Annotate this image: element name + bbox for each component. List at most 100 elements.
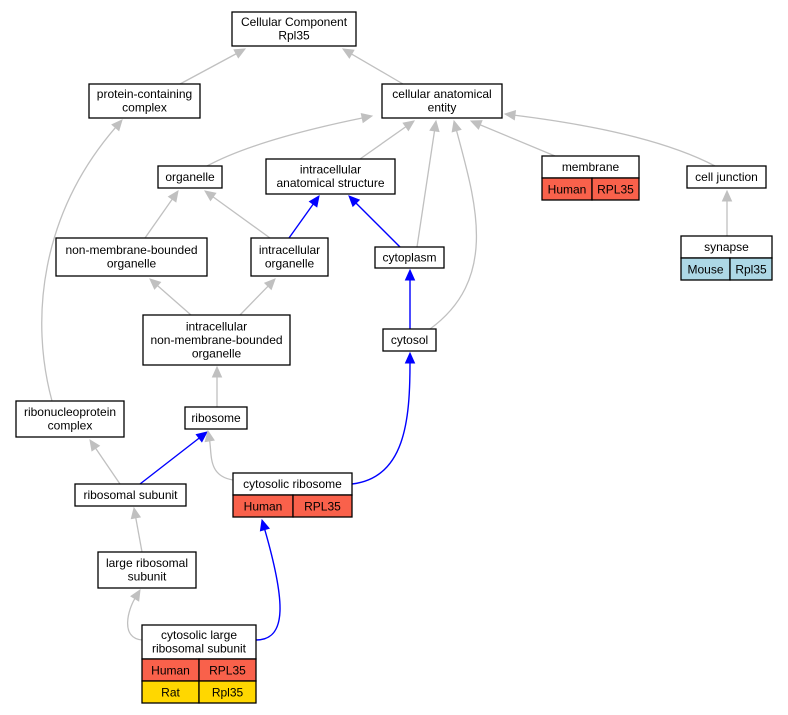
node-label: cytosolic large — [161, 628, 237, 642]
arrowhead-icon — [341, 48, 355, 59]
node-box — [381, 83, 503, 119]
node-box — [74, 483, 187, 507]
arrowhead-icon — [111, 119, 123, 132]
node-label: cytosol — [391, 333, 428, 347]
node-label: subunit — [128, 570, 167, 584]
arrowhead-icon — [451, 119, 462, 133]
node-box — [382, 328, 437, 352]
node-box — [157, 165, 223, 189]
node-label: intracellular — [259, 243, 320, 257]
node-intracellular-nmb-organelle[interactable]: intracellularnon-membrane-boundedorganel… — [142, 314, 291, 366]
edge-cytosol-to-cytoplasm — [404, 268, 416, 329]
arrowhead-icon — [402, 120, 415, 132]
gene-cell — [591, 177, 640, 201]
edge-large-ribosomal-subunit-to-ribosomal-subunit — [130, 506, 143, 553]
organism-label: Human — [151, 664, 190, 678]
node-label: non-membrane-bounded — [65, 243, 197, 257]
edge-line — [288, 203, 314, 239]
edge-line — [95, 447, 121, 485]
arrowhead-icon — [204, 190, 217, 202]
edge-line — [514, 114, 716, 167]
node-label: synapse — [704, 240, 749, 254]
arrowhead-icon — [503, 110, 517, 121]
arrowhead-icon — [130, 506, 142, 520]
edges-layer — [41, 48, 733, 641]
node-label: cellular anatomical — [392, 87, 491, 101]
node-label: ribosomal subunit — [152, 642, 247, 656]
gene-cell — [729, 257, 773, 281]
annotation-row-human: Human RPL35 — [541, 177, 640, 201]
edge-intracellular-nmb-organelle-to-intracellular-organelle — [239, 278, 276, 316]
node-box — [231, 11, 357, 47]
arrowhead-icon — [204, 429, 215, 443]
node-box — [250, 237, 329, 277]
edge-protein-containing-complex-to-cellular-component — [179, 48, 247, 85]
node-label: organelle — [265, 257, 315, 271]
arrowhead-icon — [404, 268, 416, 281]
edge-line — [351, 53, 404, 85]
node-ribosomal-subunit[interactable]: ribosomal subunit — [74, 483, 187, 507]
node-box — [141, 624, 257, 660]
gene-label: Rpl35 — [735, 263, 767, 277]
node-cytosol[interactable]: cytosol — [382, 328, 437, 352]
edge-line — [139, 437, 200, 485]
gene-label: RPL35 — [304, 500, 341, 514]
node-ribosome[interactable]: ribosome — [184, 406, 248, 430]
gene-cell — [292, 494, 353, 518]
edge-line — [416, 130, 436, 248]
arrowhead-icon — [721, 189, 733, 202]
arrowhead-icon — [89, 438, 101, 452]
node-label: protein-containing — [97, 87, 192, 101]
node-label: cytoplasm — [382, 250, 436, 264]
organism-label: Mouse — [687, 263, 723, 277]
edge-intracellular-organelle-to-organelle — [204, 190, 271, 239]
organism-label: Human — [548, 183, 587, 197]
node-label: Rpl35 — [278, 29, 310, 43]
edge-line — [41, 127, 116, 402]
node-cytoplasm[interactable]: cytoplasm — [374, 246, 445, 269]
arrowhead-icon — [348, 195, 361, 208]
node-label: entity — [428, 101, 457, 115]
edge-line — [239, 285, 269, 316]
arrowhead-icon — [429, 119, 440, 133]
edge-cytosolic-large-ribosomal-subunit-to-large-ribosomal-subunit — [127, 588, 143, 641]
gene-label: RPL35 — [597, 183, 634, 197]
edge-line — [209, 440, 234, 481]
edge-line — [157, 285, 192, 316]
annotation-row-mouse: Mouse Rpl35 — [680, 257, 773, 281]
edge-ribosomal-subunit-to-ribonucleoprotein-complex — [89, 438, 121, 485]
node-label: ribosomal subunit — [83, 488, 178, 502]
edge-cytoplasm-to-intracellular-anatomical-structure — [348, 195, 401, 248]
node-box — [184, 406, 248, 430]
arrowhead-icon — [130, 588, 141, 602]
node-label: membrane — [562, 160, 620, 174]
edge-line — [355, 202, 401, 248]
edge-line — [429, 130, 478, 330]
node-box — [374, 246, 445, 269]
arrowhead-icon — [167, 190, 179, 203]
edge-line — [206, 117, 363, 167]
node-cell-junction[interactable]: cell junction — [686, 165, 767, 189]
edge-line — [351, 362, 411, 485]
node-box — [55, 237, 208, 277]
edge-synapse-to-cell-junction — [721, 189, 733, 236]
node-box — [686, 165, 767, 189]
node-box — [265, 158, 396, 195]
node-organelle[interactable]: organelle — [157, 165, 223, 189]
node-label: large ribosomal — [106, 556, 188, 570]
